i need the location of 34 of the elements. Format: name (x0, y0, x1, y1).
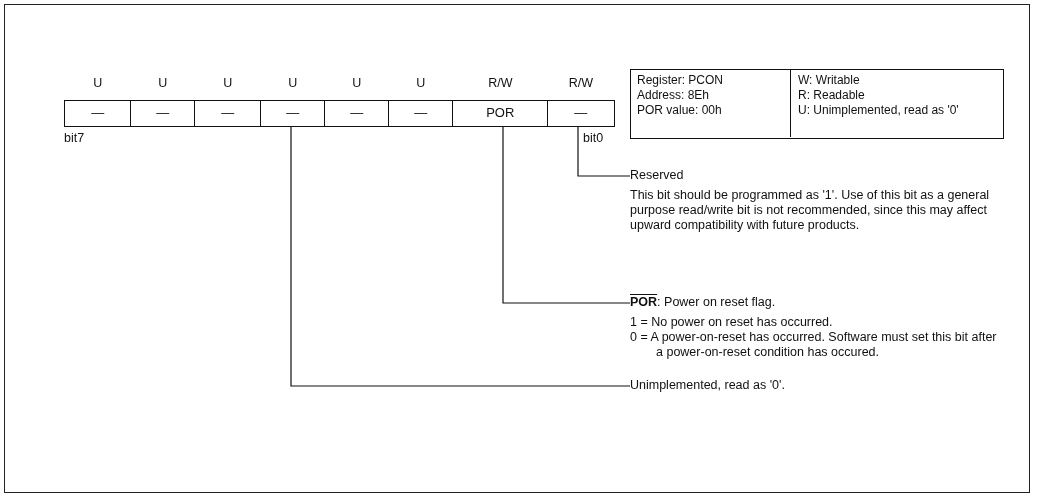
access-label: R/W (568, 76, 594, 91)
description-text: 1 = No power on reset has occurred. (630, 315, 834, 330)
description-text: This bit should be programmed as '1'. Use of this bit as a general purpose read/write bit is not recommended, since this may affect upward compatibility with future products. (630, 188, 991, 233)
leader-line (290, 126, 631, 387)
description-text: 0 = A power-on-reset has occurred. Software must set this bit after a power-on-reset condition has occured. (630, 330, 998, 360)
table-text: Register: PCON (637, 73, 725, 88)
leader-line (577, 126, 631, 177)
access-label: U (223, 76, 233, 91)
bit-number-label: bit7 (64, 131, 85, 146)
bit-cell: — (324, 100, 390, 127)
access-label: U (288, 76, 298, 91)
access-label: U (93, 76, 103, 91)
description-heading: Reserved (630, 168, 685, 183)
bit-number-label: bit0 (583, 131, 604, 146)
table-text: Address: 8Eh (637, 88, 711, 103)
leader-line (502, 126, 631, 304)
bit-cell: POR (452, 100, 549, 127)
table-text: U: Unimplemented, read as '0' (798, 103, 960, 118)
access-label: U (158, 76, 168, 91)
bit-cell: — (194, 100, 262, 127)
description-heading: Unimplemented, read as '0'. (630, 378, 786, 393)
table-text: W: Writable (798, 73, 861, 88)
register-info-table (630, 69, 1004, 139)
access-label: U (352, 76, 362, 91)
description-heading: POR: Power on reset flag. (630, 295, 777, 310)
bit-cell: — (388, 100, 454, 127)
access-label: R/W (488, 76, 513, 91)
access-label: U (416, 76, 426, 91)
bit-cell: — (130, 100, 196, 127)
table-text: R: Readable (798, 88, 866, 103)
table-text: POR value: 00h (637, 103, 723, 118)
bit-cell: — (260, 100, 326, 127)
bit-cell: — (547, 100, 615, 127)
bit-cell: — (64, 100, 132, 127)
